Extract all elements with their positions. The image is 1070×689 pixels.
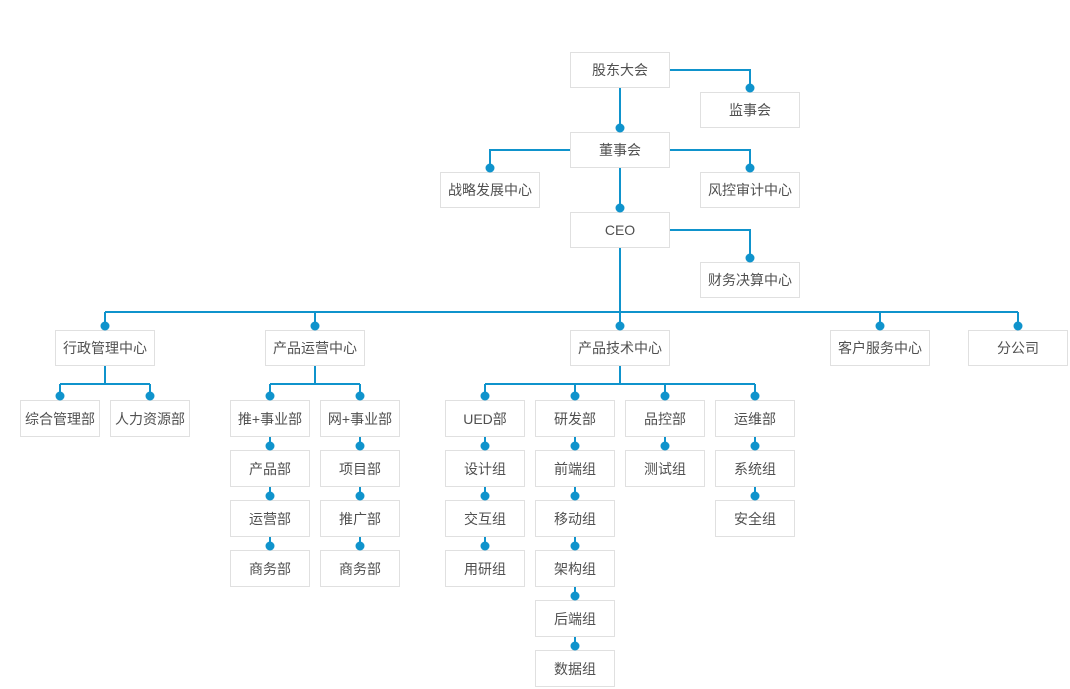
connector-line: [670, 149, 751, 168]
org-node-promotion-dept: 推广部: [320, 500, 400, 537]
org-node-product-tech-center: 产品技术中心: [570, 330, 670, 366]
org-node-mobile-group: 移动组: [535, 500, 615, 537]
org-node-tui-business-dept: 推+事业部: [230, 400, 310, 437]
org-node-supervisory-board: 监事会: [700, 92, 800, 128]
org-node-general-admin-dept: 综合管理部: [20, 400, 100, 437]
org-node-data-group: 数据组: [535, 650, 615, 687]
org-node-commerce-dept-1: 商务部: [230, 550, 310, 587]
org-node-customer-service-center: 客户服务中心: [830, 330, 930, 366]
org-node-backend-group: 后端组: [535, 600, 615, 637]
org-node-testing-group: 测试组: [625, 450, 705, 487]
org-node-qc-dept: 品控部: [625, 400, 705, 437]
org-node-hr-dept: 人力资源部: [110, 400, 190, 437]
org-node-interaction-group: 交互组: [445, 500, 525, 537]
org-node-user-research-group: 用研组: [445, 550, 525, 587]
org-node-product-dept: 产品部: [230, 450, 310, 487]
org-node-system-group: 系统组: [715, 450, 795, 487]
connector-line: [670, 69, 751, 88]
org-node-wang-business-dept: 网+事业部: [320, 400, 400, 437]
org-node-ops-maintenance-dept: 运维部: [715, 400, 795, 437]
org-node-shareholders-meeting: 股东大会: [570, 52, 670, 88]
org-node-commerce-dept-2: 商务部: [320, 550, 400, 587]
org-node-architecture-group: 架构组: [535, 550, 615, 587]
org-node-operations-dept: 运营部: [230, 500, 310, 537]
connector-line: [489, 149, 570, 168]
org-node-product-ops-center: 产品运营中心: [265, 330, 365, 366]
org-node-risk-audit-center: 风控审计中心: [700, 172, 800, 208]
org-node-branch-company: 分公司: [968, 330, 1068, 366]
org-node-admin-center: 行政管理中心: [55, 330, 155, 366]
connector-line: [670, 229, 751, 258]
org-node-frontend-group: 前端组: [535, 450, 615, 487]
org-node-finance-center: 财务决算中心: [700, 262, 800, 298]
org-node-project-dept: 项目部: [320, 450, 400, 487]
org-node-board-of-directors: 董事会: [570, 132, 670, 168]
org-node-strategy-dev-center: 战略发展中心: [440, 172, 540, 208]
org-node-security-group: 安全组: [715, 500, 795, 537]
org-node-design-group: 设计组: [445, 450, 525, 487]
org-node-rd-dept: 研发部: [535, 400, 615, 437]
org-node-ued-dept: UED部: [445, 400, 525, 437]
org-node-ceo: CEO: [570, 212, 670, 248]
